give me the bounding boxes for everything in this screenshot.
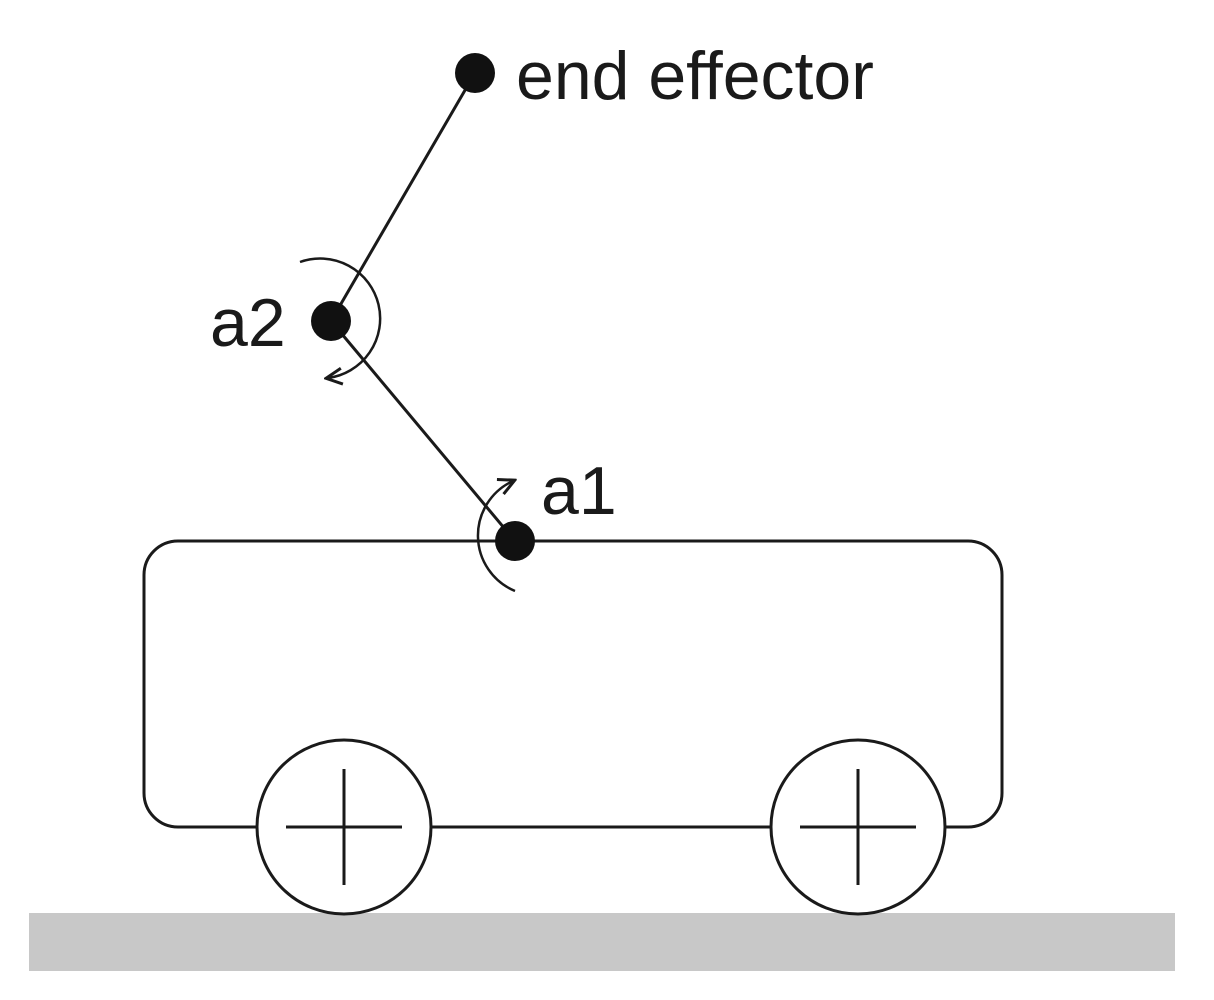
end-effector-label: end effector (516, 38, 874, 114)
joint-2-rotation-arrow (299, 257, 382, 378)
joint-2-label: a2 (210, 285, 286, 361)
wheel-left (255, 738, 433, 916)
joint-1-rotation-arrow (476, 481, 515, 593)
joint-1-dot (495, 521, 535, 561)
arm-link-lower (329, 320, 517, 542)
arm-link-upper (329, 72, 477, 322)
wheel-right (769, 738, 947, 916)
joint-2-dot (311, 301, 351, 341)
joint-1-label: a1 (541, 453, 617, 529)
ground (29, 913, 1175, 971)
end-effector-dot (455, 53, 495, 93)
robot-body (142, 539, 1004, 829)
